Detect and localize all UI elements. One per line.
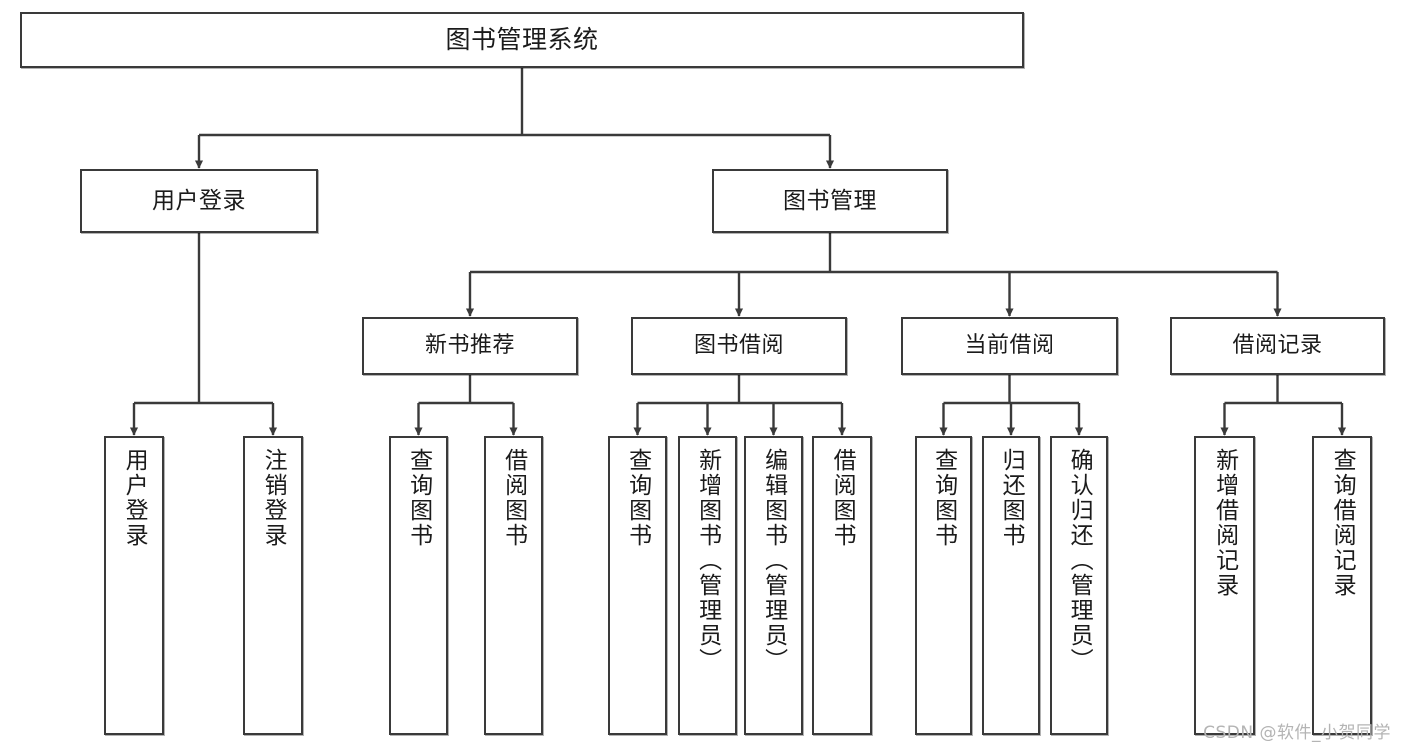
node-l2[interactable]: 注销登录	[243, 436, 303, 735]
node-l7[interactable]: 编辑图书（管理员）	[744, 436, 803, 735]
node-label: 编辑图书（管理员）	[760, 448, 787, 673]
csdn-watermark: CSDN @软件_小贺同学	[1203, 723, 1391, 743]
node-l4[interactable]: 借阅图书	[484, 436, 543, 735]
node-l3[interactable]: 查询图书	[389, 436, 448, 735]
node-n_rec[interactable]: 借阅记录	[1170, 317, 1385, 375]
node-label: 借阅图书	[829, 448, 856, 548]
node-label: 图书借阅	[693, 333, 784, 359]
node-label: 图书管理	[783, 187, 877, 214]
node-l8[interactable]: 借阅图书	[812, 436, 872, 735]
node-label: 确认归还（管理员）	[1066, 448, 1093, 673]
node-label: 查询图书	[930, 448, 957, 548]
node-l5[interactable]: 查询图书	[608, 436, 667, 735]
node-label: 查询借阅记录	[1329, 448, 1356, 598]
node-label: 查询图书	[405, 448, 432, 548]
node-label: 用户登录	[121, 448, 148, 548]
node-label: 借阅图书	[500, 448, 527, 548]
node-n_new[interactable]: 新书推荐	[362, 317, 578, 375]
node-label: 新增借阅记录	[1211, 448, 1238, 598]
node-label: 当前借阅	[964, 333, 1055, 359]
node-l1[interactable]: 用户登录	[104, 436, 164, 735]
node-l9[interactable]: 查询图书	[915, 436, 972, 735]
node-label: 借阅记录	[1232, 333, 1323, 359]
node-label: 归还图书	[998, 448, 1025, 548]
node-root[interactable]: 图书管理系统	[20, 12, 1024, 68]
node-label: 新书推荐	[424, 333, 515, 359]
node-l6[interactable]: 新增图书（管理员）	[678, 436, 737, 735]
node-l11[interactable]: 确认归还（管理员）	[1050, 436, 1108, 735]
node-l10[interactable]: 归还图书	[982, 436, 1040, 735]
node-label: 新增图书（管理员）	[694, 448, 721, 673]
node-label: 用户登录	[152, 187, 246, 214]
node-l12[interactable]: 新增借阅记录	[1194, 436, 1255, 735]
node-n_book[interactable]: 图书管理	[712, 169, 948, 233]
node-label: 图书管理系统	[445, 24, 599, 54]
node-n_borrow[interactable]: 图书借阅	[631, 317, 847, 375]
node-l13[interactable]: 查询借阅记录	[1312, 436, 1372, 735]
node-label: 查询图书	[624, 448, 651, 548]
node-label: 注销登录	[260, 448, 287, 548]
node-n_login[interactable]: 用户登录	[80, 169, 318, 233]
node-n_cur[interactable]: 当前借阅	[901, 317, 1118, 375]
